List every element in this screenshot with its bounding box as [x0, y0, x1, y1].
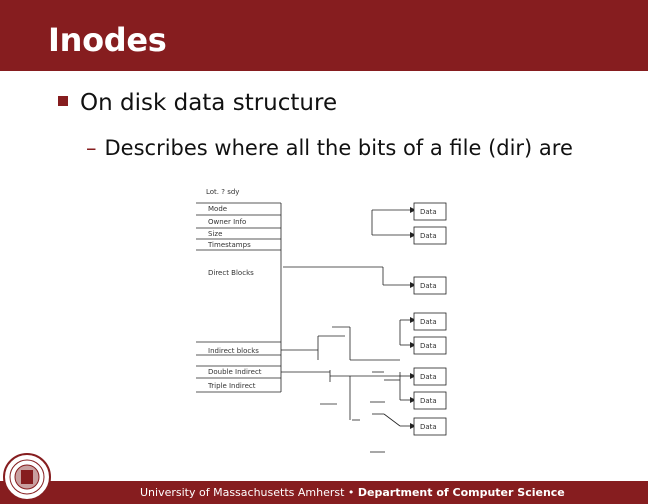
footer-bar	[0, 481, 648, 504]
square-bullet-icon	[58, 95, 68, 106]
inode-field-timestamps: Timestamps	[207, 241, 251, 249]
inode-field-indirect: Indirect blocks	[208, 347, 259, 355]
data-block-2: Data	[420, 232, 437, 240]
bullet-text-1: On disk data structure	[80, 90, 338, 116]
inode-field-size: Size	[208, 230, 222, 238]
footer-university: University of Massachusetts Amherst	[140, 486, 345, 499]
data-block-4: Data	[420, 318, 437, 326]
inode-field-triple: Triple Indirect	[207, 382, 256, 390]
bullet-text-2: Describes where all the bits of a file (…	[104, 136, 573, 160]
footer-department: Department of Computer Science	[357, 486, 565, 499]
data-block-3: Data	[420, 282, 437, 290]
slide-title: Inodes	[48, 21, 167, 59]
footer-separator: •	[347, 486, 355, 499]
data-block-8: Data	[420, 423, 437, 431]
inode-field-mode: Mode	[208, 205, 227, 213]
footer-text: University of Massachusetts Amherst • De…	[140, 486, 565, 499]
title-bar	[0, 0, 648, 71]
bullet-level-1: On disk data structure	[58, 90, 337, 116]
data-block-6: Data	[420, 373, 437, 381]
inode-field-owner: Owner Info	[208, 218, 246, 226]
data-block-1: Data	[420, 208, 437, 216]
inode-field-direct: Direct Blocks	[208, 269, 254, 277]
dash-bullet-icon: –	[86, 136, 97, 160]
umass-seal-icon	[3, 453, 51, 501]
inode-field-header: Lot. ? sdy	[206, 188, 239, 196]
inode-field-double: Double Indirect	[208, 368, 262, 376]
data-block-7: Data	[420, 397, 437, 405]
data-block-5: Data	[420, 342, 437, 350]
bullet-level-2: –Describes where all the bits of a file …	[86, 136, 573, 160]
